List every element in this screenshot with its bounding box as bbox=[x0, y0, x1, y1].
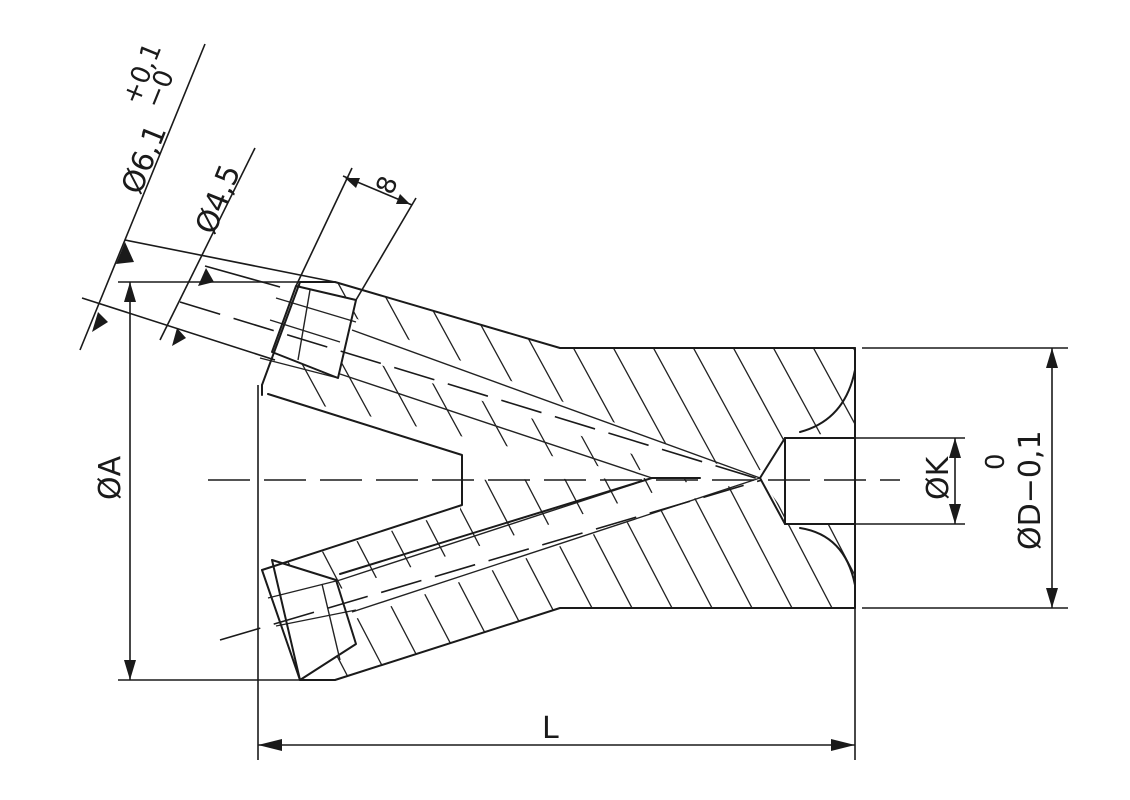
label-diameter-K: ØK bbox=[921, 455, 956, 500]
label-length-L: L bbox=[542, 711, 559, 746]
channel-lower bbox=[267, 477, 761, 681]
outlet-bore bbox=[785, 438, 855, 524]
center-line-lower-channel bbox=[219, 479, 763, 641]
label-diameter-D: ØD−0,1 bbox=[1013, 430, 1048, 550]
dimension-diameter-6-1 bbox=[79, 43, 336, 361]
label-chamfer: 8 bbox=[371, 172, 405, 199]
dimension-diameter-K bbox=[855, 437, 965, 525]
channel-upper bbox=[259, 285, 761, 479]
dimension-chamfer bbox=[295, 167, 417, 301]
bore-upper bbox=[272, 286, 752, 478]
dimension-diameter-D bbox=[862, 347, 1068, 609]
dimension-length-L bbox=[257, 385, 856, 760]
center-line-upper-channel bbox=[179, 301, 763, 481]
label-diameter-D-upper: 0 bbox=[981, 453, 1011, 470]
label-diameter-4-5: Ø4,5 bbox=[189, 160, 248, 239]
dimension-diameter-A bbox=[118, 281, 300, 681]
label-diameter-A: ØA bbox=[93, 455, 128, 500]
label-diameter-6-1: Ø6,1 bbox=[115, 120, 174, 199]
